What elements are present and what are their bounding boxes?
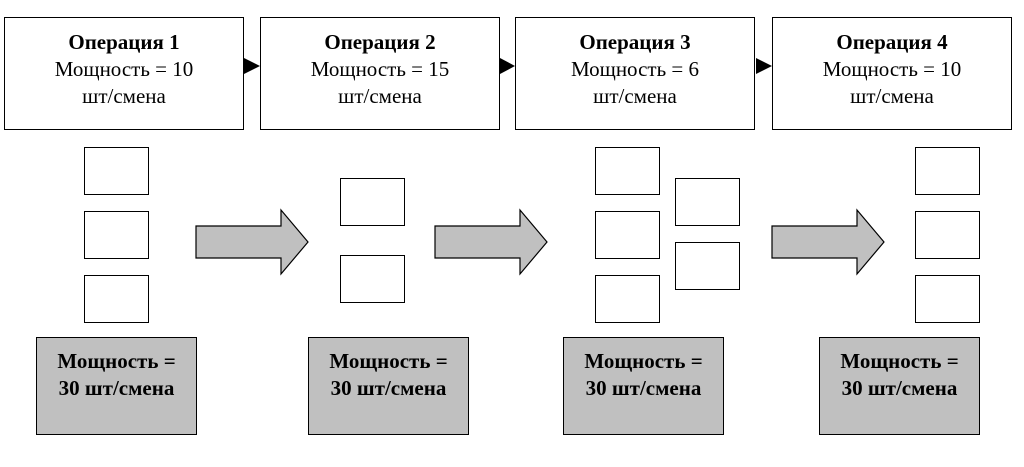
operation-title: Операция 4 — [836, 30, 948, 54]
operation-box-3: Операция 3 Мощность = 6 шт/смена — [515, 17, 755, 130]
flow-arrow-1 — [195, 208, 309, 276]
operation-title: Операция 3 — [579, 30, 691, 54]
operation-capacity: Мощность = 15 — [310, 57, 450, 81]
stage-capacity-value: 30 шт/смена — [841, 376, 958, 400]
machine-unit — [340, 178, 405, 226]
stage-capacity-label: Мощность = — [840, 349, 959, 373]
operation-box-2: Операция 2 Мощность = 15 шт/смена — [260, 17, 500, 130]
machine-unit — [84, 275, 149, 323]
operation-title: Операция 1 — [68, 30, 180, 54]
machine-unit — [675, 178, 740, 226]
stage-capacity-box-4: Мощность = 30 шт/смена — [819, 337, 980, 435]
machine-unit — [84, 211, 149, 259]
connector-arrow-3-4 — [756, 58, 772, 74]
stage-capacity-label: Мощность = — [584, 349, 703, 373]
operation-box-4: Операция 4 Мощность = 10 шт/смена — [772, 17, 1012, 130]
flow-arrow-2 — [434, 208, 548, 276]
operation-unit: шт/смена — [82, 84, 166, 108]
machine-unit — [915, 147, 980, 195]
operation-box-1: Операция 1 Мощность = 10 шт/смена — [4, 17, 244, 130]
operation-capacity: Мощность = 10 — [822, 57, 962, 81]
stage-capacity-box-2: Мощность = 30 шт/смена — [308, 337, 469, 435]
operation-capacity: Мощность = 6 — [571, 57, 699, 81]
stage-capacity-value: 30 шт/смена — [58, 376, 175, 400]
connector-arrow-2-3 — [500, 58, 515, 74]
operation-capacity: Мощность = 10 — [54, 57, 194, 81]
stage-capacity-label: Мощность = — [329, 349, 448, 373]
operation-unit: шт/смена — [338, 84, 422, 108]
stage-capacity-value: 30 шт/смена — [330, 376, 447, 400]
operation-unit: шт/смена — [850, 84, 934, 108]
machine-unit — [340, 255, 405, 303]
flow-arrow-3 — [771, 208, 885, 276]
operation-title: Операция 2 — [324, 30, 436, 54]
machine-unit — [84, 147, 149, 195]
machine-unit — [595, 147, 660, 195]
machine-unit — [595, 211, 660, 259]
operation-unit: шт/смена — [593, 84, 677, 108]
stage-capacity-box-1: Мощность = 30 шт/смена — [36, 337, 197, 435]
stage-capacity-value: 30 шт/смена — [585, 376, 702, 400]
machine-unit — [595, 275, 660, 323]
machine-unit — [915, 275, 980, 323]
stage-capacity-label: Мощность = — [57, 349, 176, 373]
machine-unit — [675, 242, 740, 290]
machine-unit — [915, 211, 980, 259]
connector-arrow-1-2 — [244, 58, 260, 74]
stage-capacity-box-3: Мощность = 30 шт/смена — [563, 337, 724, 435]
